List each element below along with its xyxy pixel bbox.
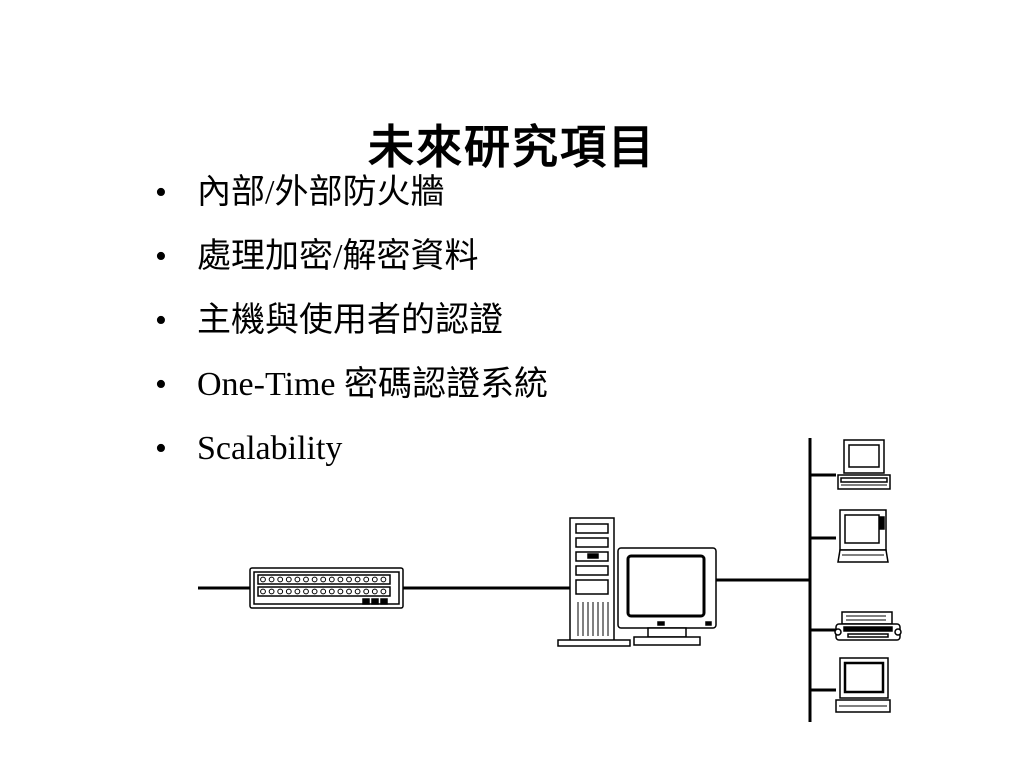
- switch-port: [346, 576, 352, 583]
- bullet-text: 處理加密/解密資料: [197, 238, 479, 275]
- crt-monitor-icon: [617, 547, 717, 646]
- switch-port: [303, 588, 309, 595]
- printer-icon: [834, 611, 902, 641]
- bullet-dot: •: [155, 430, 167, 467]
- switch-port: [337, 576, 344, 583]
- bullet-item-authentication: • 主機與使用者的認證: [155, 294, 548, 358]
- bullet-dot: •: [155, 366, 167, 403]
- switch-port: [303, 576, 309, 583]
- switch-port: [363, 588, 370, 595]
- bullet-dot: •: [155, 302, 167, 339]
- bullet-text: 內部/外部防火牆: [197, 174, 445, 211]
- switch-port: [320, 576, 327, 583]
- bullet-dot: •: [155, 238, 167, 275]
- laptop-icon: [837, 509, 889, 563]
- network-cables: [198, 438, 836, 722]
- switch-port: [285, 588, 292, 595]
- tower-server-icon: [557, 517, 631, 647]
- desktop-computer-icon-2: [835, 657, 891, 713]
- switch-port: [311, 588, 318, 595]
- switch-port: [294, 576, 301, 583]
- network-switch-icon: [249, 567, 404, 609]
- switch-port: [285, 576, 292, 583]
- bullet-dot: •: [155, 174, 167, 211]
- switch-port: [380, 576, 387, 583]
- switch-port: [354, 576, 361, 583]
- bullet-text: Scalability: [197, 430, 343, 467]
- bullet-item-scalability: • Scalability: [155, 422, 548, 486]
- switch-port: [277, 576, 284, 583]
- switch-port: [260, 588, 266, 595]
- bullet-item-one-time-password: • One-Time 密碼認證系統: [155, 358, 548, 422]
- switch-port: [371, 588, 378, 595]
- switch-port: [337, 588, 344, 595]
- bullet-text: 主機與使用者的認證: [197, 302, 503, 339]
- switch-port: [320, 588, 327, 595]
- switch-port: [346, 588, 352, 595]
- switch-port: [268, 588, 275, 595]
- switch-port: [371, 576, 378, 583]
- switch-port: [311, 576, 318, 583]
- switch-port: [328, 588, 335, 595]
- bullet-text: One-Time 密碼認證系統: [197, 366, 549, 403]
- slide-title: 未來研究項目: [368, 119, 656, 174]
- bullet-item-firewall: • 內部/外部防火牆: [155, 166, 548, 230]
- switch-port: [268, 576, 275, 583]
- switch-port: [363, 576, 370, 583]
- switch-port: [354, 588, 361, 595]
- switch-port: [260, 576, 266, 583]
- switch-port: [328, 576, 335, 583]
- bullet-item-encryption: • 處理加密/解密資料: [155, 230, 548, 294]
- switch-port: [294, 588, 301, 595]
- bullet-list: • 內部/外部防火牆 • 處理加密/解密資料 • 主機與使用者的認證 • One-Tim…: [155, 166, 548, 486]
- switch-port: [380, 588, 387, 595]
- switch-port: [277, 588, 284, 595]
- desktop-computer-icon: [837, 439, 891, 490]
